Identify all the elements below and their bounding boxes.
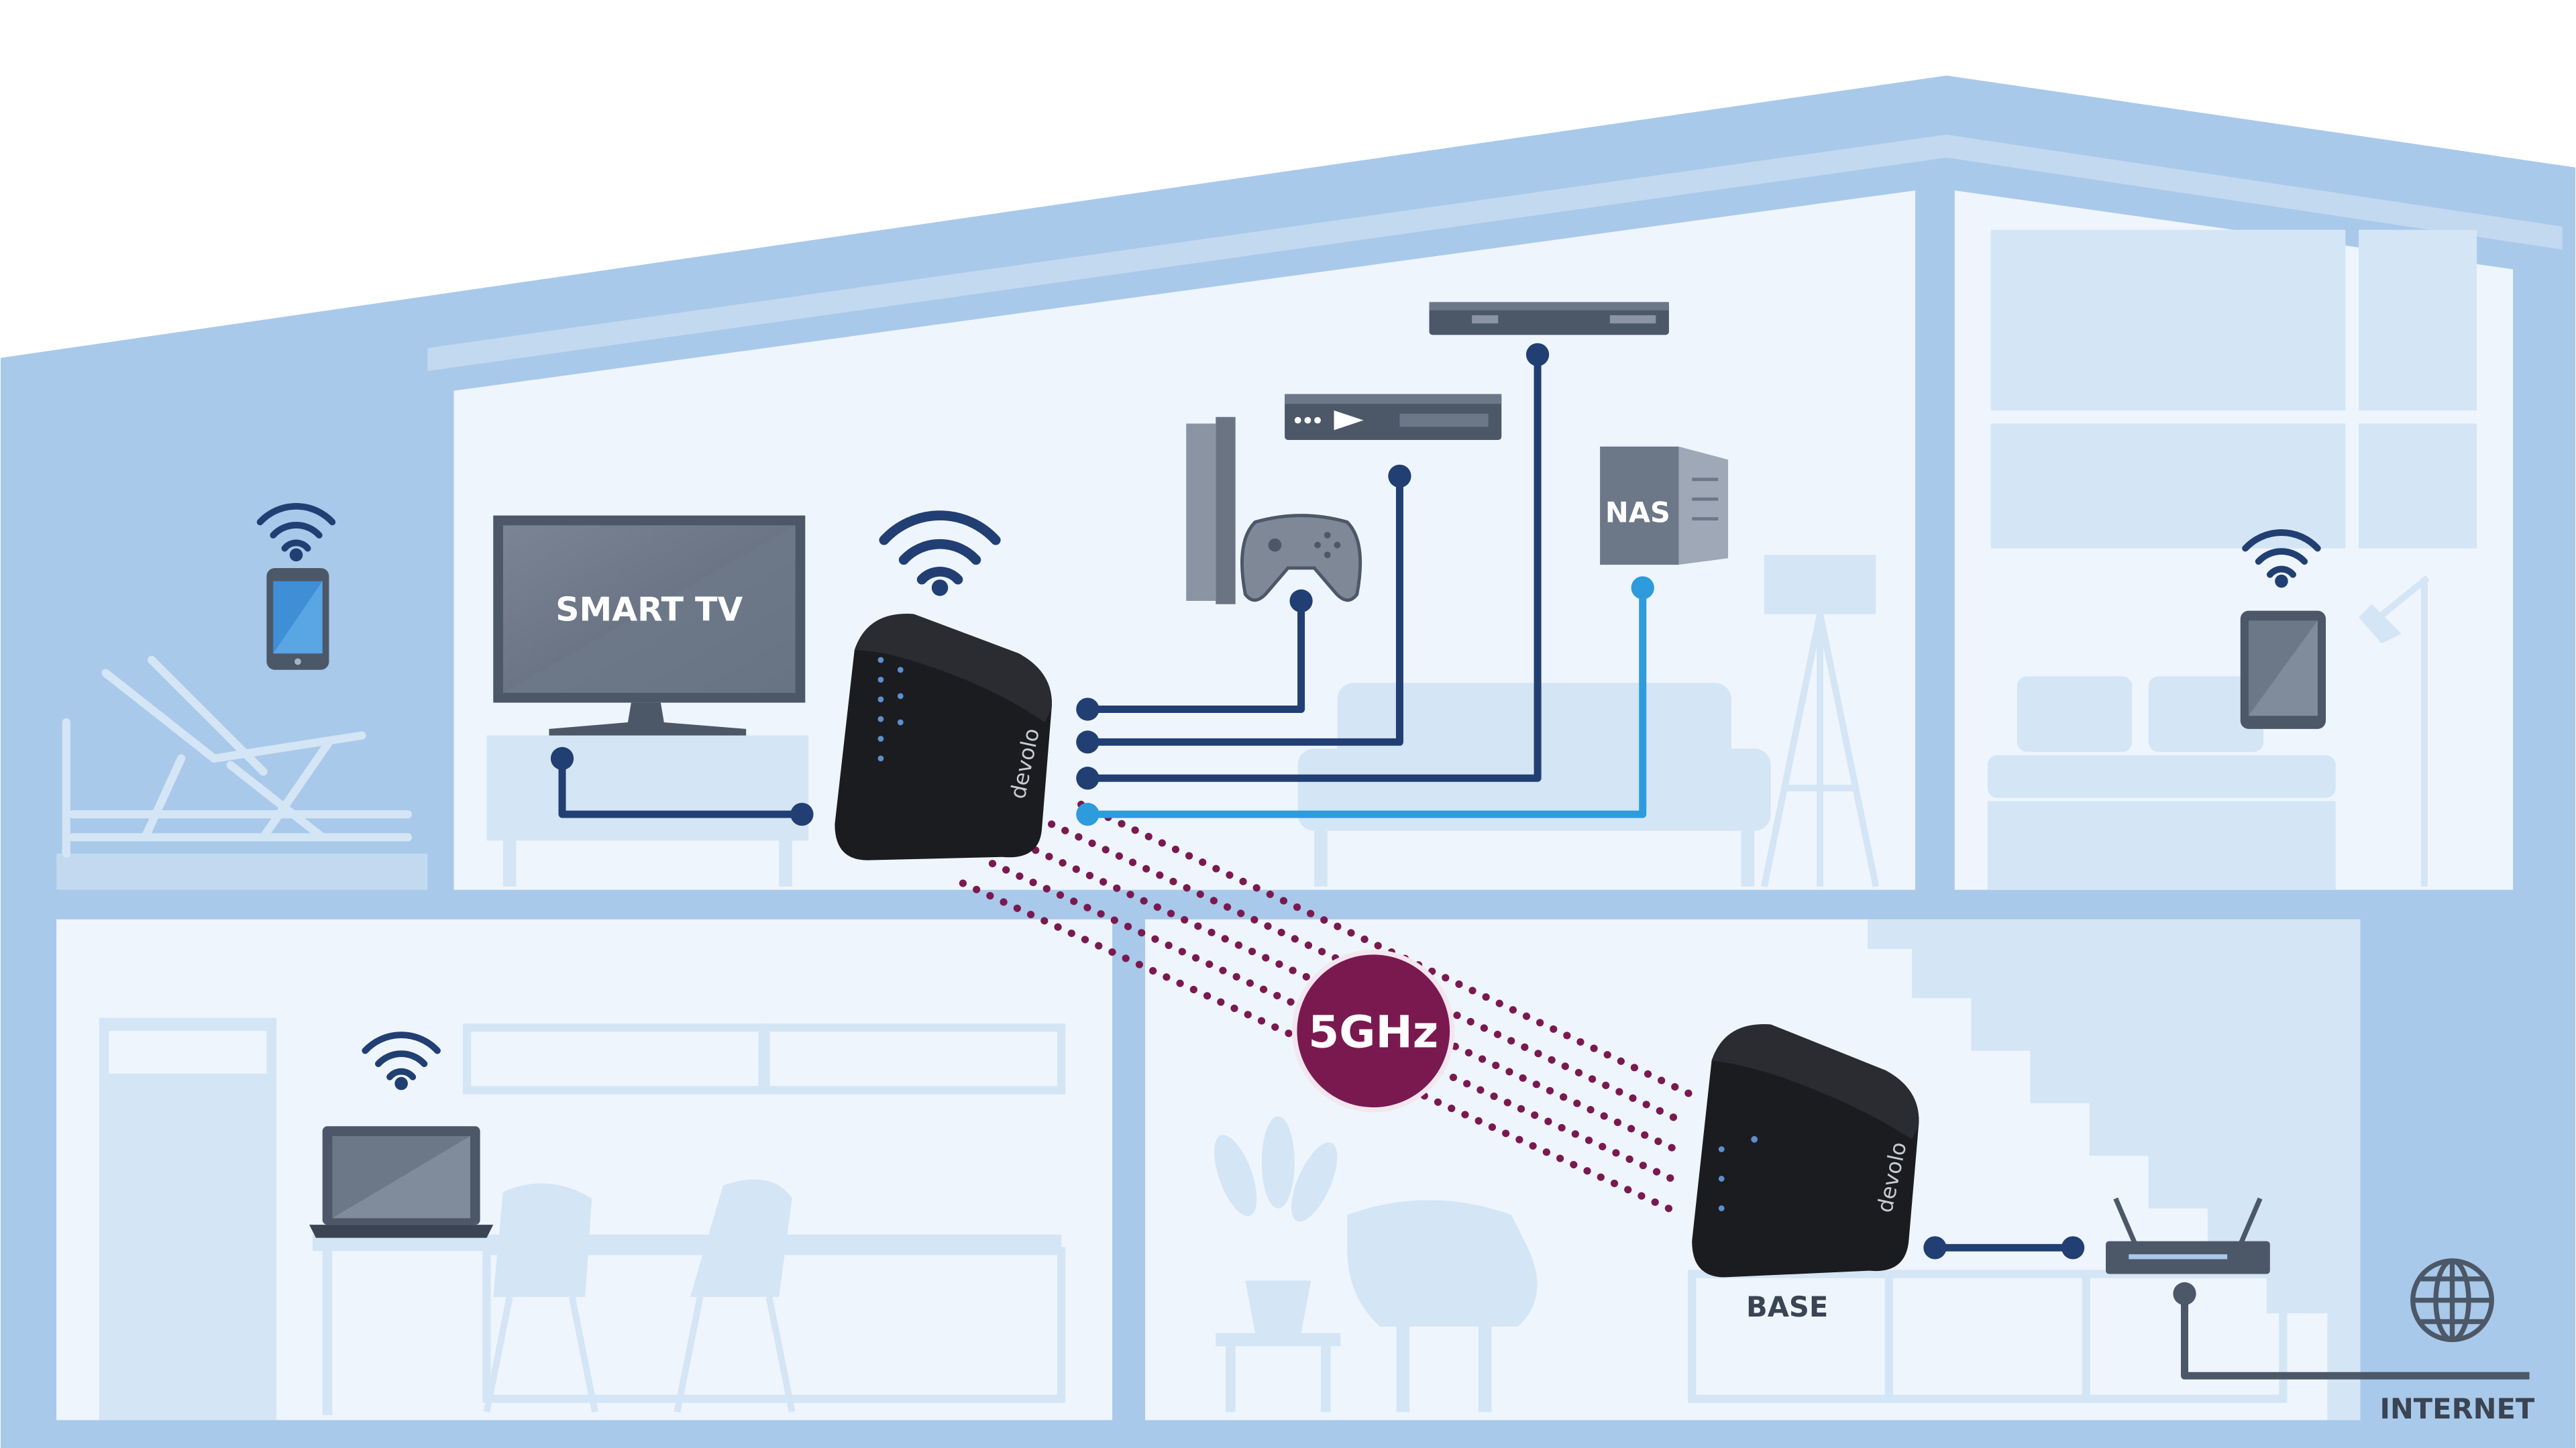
terrace-floor xyxy=(56,853,428,890)
sideboard xyxy=(1688,1270,2288,1403)
floor-lamp-right xyxy=(2373,575,2430,887)
armchair xyxy=(1347,1200,1538,1412)
smart-tv-label: SMART TV xyxy=(555,590,743,628)
bed xyxy=(1987,676,2336,890)
cable-console xyxy=(1087,600,1305,713)
gamepad-icon xyxy=(1240,514,1362,602)
smartphone-icon xyxy=(266,567,329,670)
cable-bluray xyxy=(1087,476,1403,746)
wall-shelves xyxy=(462,1023,1066,1095)
bluray-player xyxy=(1285,394,1502,441)
cable-receiver xyxy=(1087,354,1542,782)
mesh-adapter-upper: devolo xyxy=(835,614,1052,860)
base-label: BASE xyxy=(1746,1290,1828,1323)
wifi-icon xyxy=(256,503,2321,1080)
router-device xyxy=(2106,1197,2270,1274)
frequency-label: 5GHz xyxy=(1308,1007,1438,1058)
nas-label: NAS xyxy=(1605,496,1670,528)
ethernet-cables xyxy=(558,354,2530,1380)
smart-tv: SMART TV xyxy=(493,515,806,736)
globe-icon xyxy=(2410,1258,2494,1343)
plant xyxy=(1214,1116,1341,1412)
cable-internet xyxy=(2181,1293,2530,1380)
laptop-icon xyxy=(309,1126,494,1238)
floor-lamp-left xyxy=(1761,555,1880,887)
receiver xyxy=(1429,302,1669,335)
tablet-icon xyxy=(2240,610,2326,729)
game-console xyxy=(1186,416,1362,604)
tv-cabinet xyxy=(486,735,809,887)
stairs xyxy=(1868,919,2361,1421)
cable-endpoints xyxy=(550,343,2196,1306)
cable-nas xyxy=(1087,588,1647,818)
cabinet-shelf xyxy=(99,1017,277,1421)
internet-label: INTERNET xyxy=(2379,1392,2534,1425)
cable-tv xyxy=(558,758,802,818)
frequency-badge: 5GHz xyxy=(1292,950,1455,1113)
lamp-head xyxy=(2358,604,2402,644)
window xyxy=(1990,229,2477,549)
chairs xyxy=(493,1179,792,1297)
mesh-adapter-base: devolo xyxy=(1692,1024,1919,1278)
nas-device: NAS xyxy=(1600,446,1729,565)
sun-lounger xyxy=(62,655,413,858)
bluray-logo-icon xyxy=(1334,410,1364,431)
